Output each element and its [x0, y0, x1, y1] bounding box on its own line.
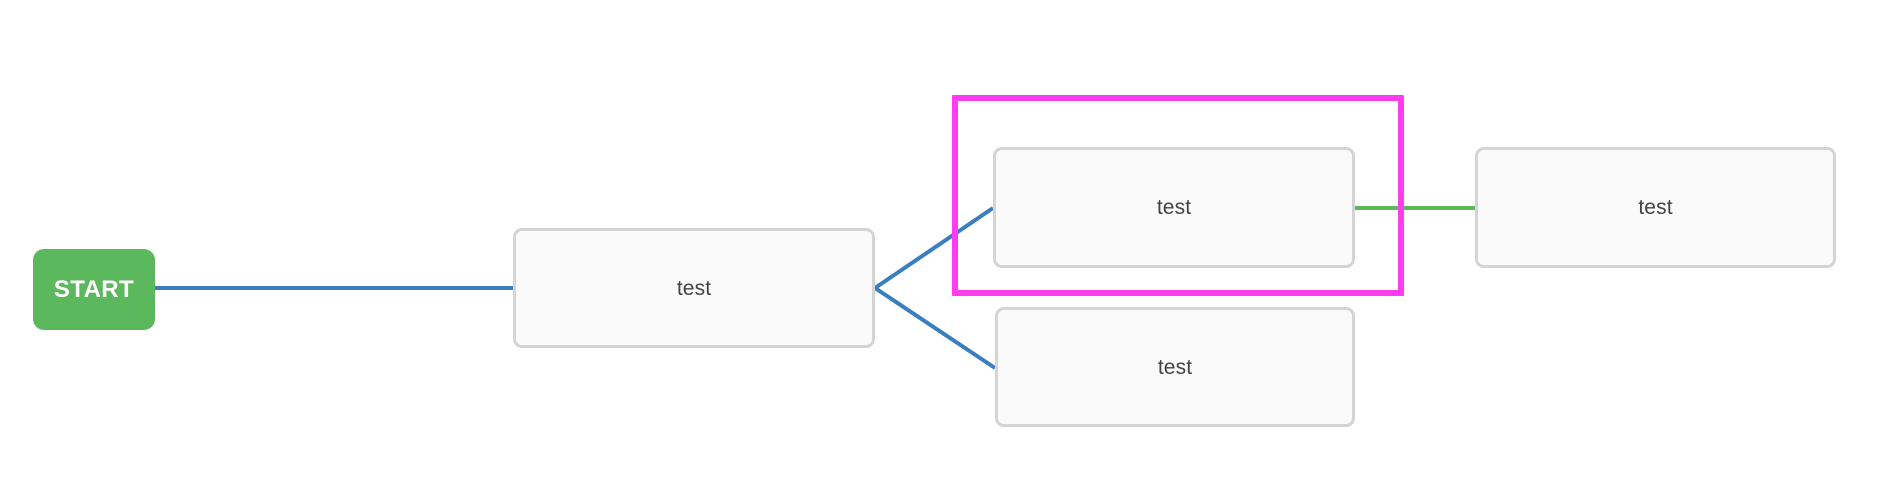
node-test-a[interactable]: test [513, 228, 875, 348]
node-test-c[interactable]: test [995, 307, 1355, 427]
node-start[interactable]: START [33, 249, 155, 330]
selection-rectangle[interactable] [952, 95, 1404, 296]
node-test-b-label: test [1156, 196, 1192, 219]
node-test-d-label: test [1638, 196, 1673, 219]
node-test-c-label: test [1157, 355, 1193, 379]
edge-node-a-to-node-c[interactable] [873, 286, 997, 370]
node-test-b-selected[interactable]: test [993, 147, 1355, 268]
node-test-d[interactable]: test [1475, 147, 1836, 268]
node-start-label: START [53, 275, 135, 303]
node-test-a-label: test [676, 276, 712, 300]
